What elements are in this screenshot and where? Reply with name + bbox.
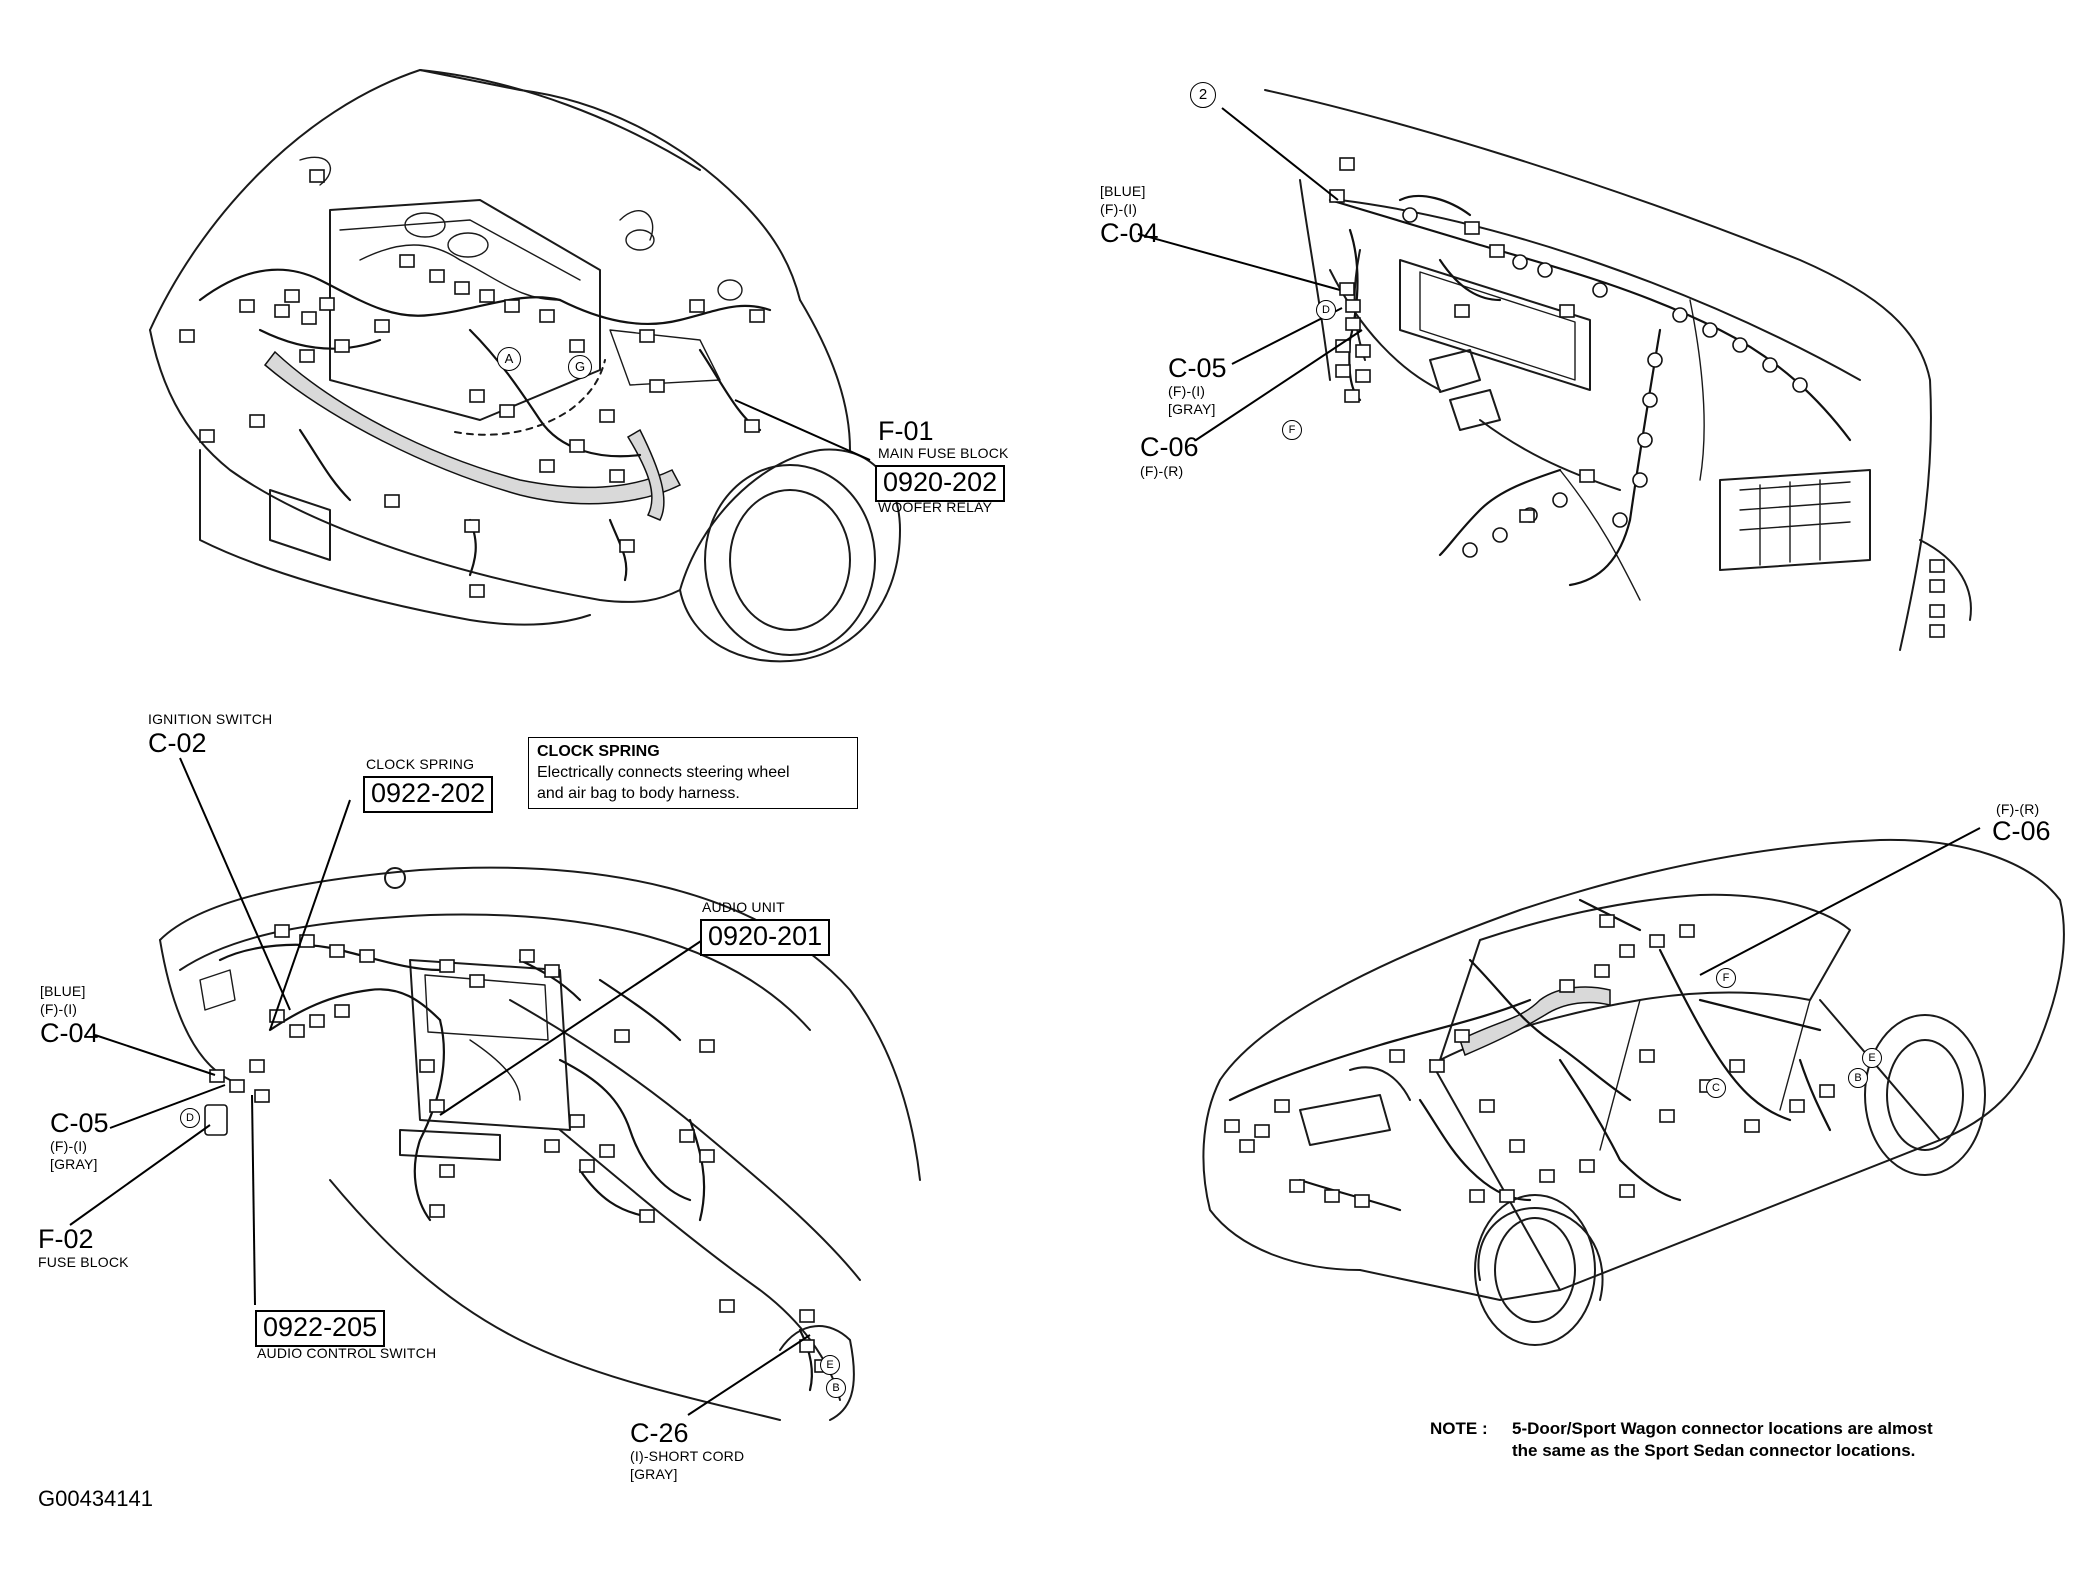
c06-code-right: C-06 [1992, 816, 2051, 846]
c06-position-right: (F)-(R) [1996, 801, 2040, 817]
c04-code-left: C-04 [40, 1018, 99, 1048]
c02-code: C-02 [148, 728, 207, 758]
footer-note-label: NOTE : [1430, 1419, 1488, 1438]
c05-position: (F)-(I) [1168, 383, 1206, 399]
f02-code: F-02 [38, 1224, 94, 1254]
f02-name: FUSE BLOCK [38, 1254, 129, 1270]
marker-e-left: E [820, 1355, 840, 1375]
c05-position-left: (F)-(I) [50, 1138, 88, 1154]
c05-code-left: C-05 [50, 1108, 109, 1138]
c26-position: (I)-SHORT CORD [630, 1448, 745, 1464]
c05-color: [GRAY] [1168, 401, 1216, 417]
c04-position-left: (F)-(I) [40, 1001, 78, 1017]
c06-code: C-06 [1140, 432, 1199, 462]
marker-d-left: D [180, 1108, 200, 1128]
dashboard-interior-illustration [1137, 89, 1972, 651]
marker-f: F [1282, 420, 1302, 440]
f01-code: F-01 [878, 416, 934, 446]
marker-c-right: C [1706, 1078, 1726, 1098]
c02-name: IGNITION SWITCH [148, 711, 273, 727]
car-body-illustration [1202, 827, 2065, 1346]
f01-sub-label: WOOFER RELAY [878, 499, 993, 515]
c05-code: C-05 [1168, 353, 1227, 383]
clock-spring-note-line1: Electrically connects steering wheel [537, 763, 790, 781]
c26-code: C-26 [630, 1418, 689, 1448]
instrument-panel-illustration [69, 757, 921, 1421]
c26-color: [GRAY] [630, 1466, 678, 1482]
marker-e-right: E [1862, 1048, 1882, 1068]
audio-control-switch-part-number: 0922-205 [255, 1310, 386, 1347]
marker-d: D [1316, 300, 1336, 320]
c06-position: (F)-(R) [1140, 463, 1184, 479]
marker-b-left: B [826, 1378, 846, 1398]
marker-g: G [568, 355, 592, 379]
marker-f-right: F [1716, 968, 1736, 988]
clock-spring-name: CLOCK SPRING [366, 756, 475, 772]
marker-a: A [497, 347, 521, 371]
marker-2: 2 [1190, 82, 1216, 108]
figure-id: G00434141 [38, 1486, 153, 1511]
clock-spring-part-number: 0922-202 [363, 776, 494, 813]
footer-note-line2: the same as the Sport Sedan connector lo… [1512, 1441, 1916, 1460]
audio-unit-name: AUDIO UNIT [702, 899, 785, 915]
footer-note-line1: 5-Door/Sport Wagon connector locations a… [1512, 1419, 1933, 1438]
c04-color-left: [BLUE] [40, 983, 86, 999]
c05-color-left: [GRAY] [50, 1156, 98, 1172]
c04-color: [BLUE] [1100, 183, 1146, 199]
clock-spring-note: CLOCK SPRING Electrically connects steer… [528, 737, 858, 810]
marker-b-right: B [1848, 1068, 1868, 1088]
clock-spring-note-line2: and air bag to body harness. [537, 784, 740, 802]
audio-control-switch-name: AUDIO CONTROL SWITCH [257, 1345, 437, 1361]
f01-part-number: 0920-202 [875, 465, 1006, 502]
engine-compartment-illustration [149, 69, 901, 663]
c04-position: (F)-(I) [1100, 201, 1138, 217]
f01-name: MAIN FUSE BLOCK [878, 445, 1009, 461]
c04-code: C-04 [1100, 218, 1159, 248]
audio-unit-part-number: 0920-201 [700, 919, 831, 956]
clock-spring-note-title: CLOCK SPRING [537, 743, 660, 760]
